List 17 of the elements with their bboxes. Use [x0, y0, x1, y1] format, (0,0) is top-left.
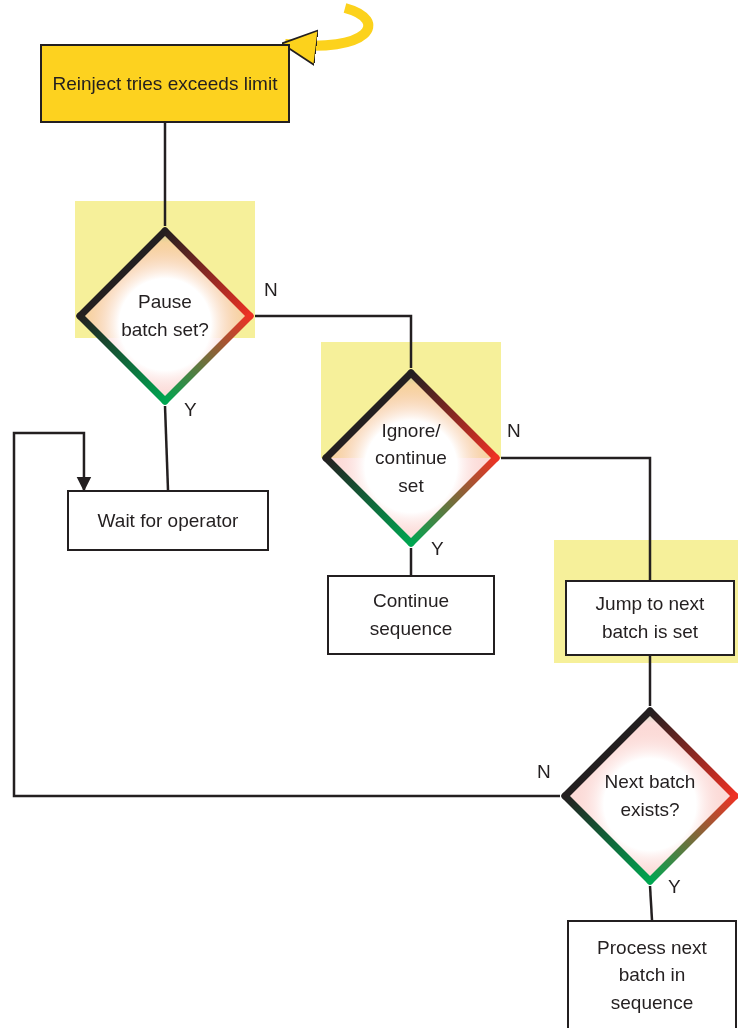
decision-text: Pause batch set? — [120, 290, 210, 342]
decision-text: Next batch exists? — [603, 770, 697, 822]
decision-text: Ignore/ continue set — [374, 418, 448, 498]
process-box: Jump to next batch is set — [565, 580, 735, 656]
arrow — [280, 3, 374, 65]
connector-line — [163, 405, 170, 491]
connector-line — [255, 314, 413, 368]
arrow — [12, 431, 560, 798]
process-box: Wait for operator — [67, 490, 269, 551]
connector-line — [163, 123, 167, 226]
connector-line — [409, 548, 413, 575]
start-box: Reinject tries exceeds limit — [40, 44, 290, 123]
process-box: Continue sequence — [327, 575, 495, 655]
process-box: Process next batch in sequence — [567, 920, 737, 1028]
connector-line — [501, 456, 652, 580]
connector-line — [648, 656, 652, 706]
connector-line — [648, 885, 654, 921]
